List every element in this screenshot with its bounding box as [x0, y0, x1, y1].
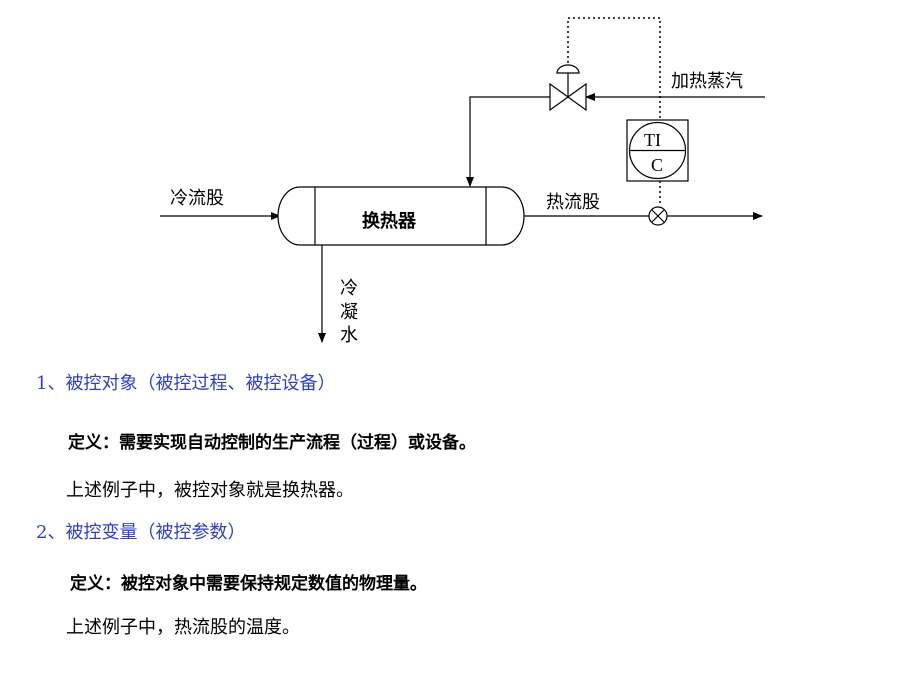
condensate-label-3: 水	[340, 325, 358, 346]
control-valve-icon	[549, 64, 587, 112]
condensate-label-1: 冷	[340, 278, 358, 299]
temperature-controller	[626, 119, 689, 182]
hot-stream-label: 热流股	[546, 192, 600, 213]
condensate-label-2: 凝	[340, 302, 358, 323]
heading-controlled-variable: 2、被控变量（被控参数）	[36, 522, 246, 543]
example-controlled-object: 上述例子中，被控对象就是换热器。	[66, 480, 354, 501]
heat-exchanger	[277, 186, 525, 246]
heading-controlled-object: 1、被控对象（被控过程、被控设备）	[36, 373, 336, 394]
controller-label-bottom: C	[651, 155, 663, 175]
temperature-sensor-icon	[648, 206, 668, 226]
definition-controlled-object: 定义：需要实现自动控制的生产流程（过程）或设备。	[68, 433, 476, 453]
cold-stream-label: 冷流股	[170, 188, 224, 209]
heat-exchanger-label: 换热器	[362, 210, 417, 232]
controller-label-top: TI	[644, 130, 661, 150]
process-diagram: 冷流股 换热器 热流股 冷 凝 水 加热蒸汽 TI C	[160, 17, 765, 346]
control-signal-line	[567, 17, 661, 120]
steam-pipe-to-exchanger	[466, 96, 550, 187]
heating-steam-label: 加热蒸汽	[671, 71, 743, 92]
definition-controlled-variable: 定义：被控对象中需要保持规定数值的物理量。	[70, 574, 427, 594]
example-controlled-variable: 上述例子中，热流股的温度。	[66, 617, 300, 638]
